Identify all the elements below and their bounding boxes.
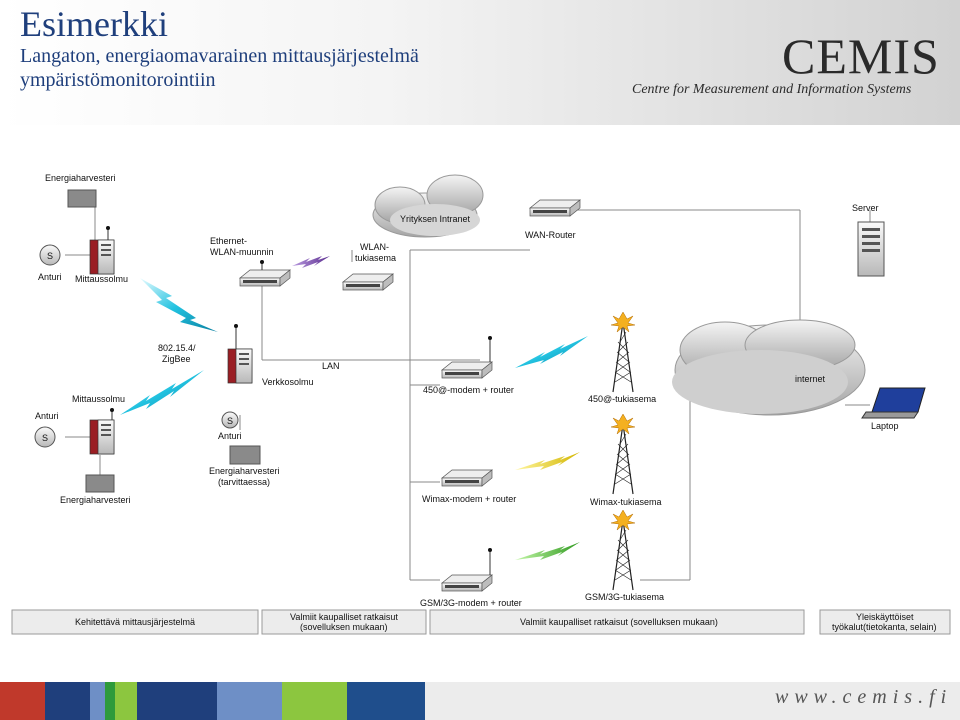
wimax-tukiasema-label: Wimax-tukiasema	[590, 497, 662, 507]
intranet-cloud	[372, 174, 484, 238]
sensor-top-s: S	[47, 251, 53, 261]
internet-cloud	[672, 319, 866, 416]
legend-box-3: Valmiit kaupalliset ratkaisut (sovelluks…	[429, 609, 805, 635]
energiaharvesteri-bottom-label: Energiaharvesteri	[60, 495, 131, 505]
footer-bar: www.cemis.fi	[0, 682, 960, 720]
connection-lines	[65, 207, 871, 581]
page-subtitle-line1: Langaton, energiaomavarainen mittausjärj…	[20, 45, 419, 67]
legend-box-2-text-1: Valmiit kaupalliset ratkaisut	[290, 612, 398, 622]
gsm-modem-device	[441, 574, 493, 592]
zigbee-label-2: ZigBee	[162, 354, 191, 364]
gsm-tukiasema-label: GSM/3G-tukiasema	[585, 592, 664, 602]
internet-label: internet	[795, 374, 826, 384]
modem-450-device	[441, 361, 493, 379]
wlan-link-bolt	[292, 256, 330, 268]
legend-box-4-text-1: Yleiskäyttöiset	[856, 612, 914, 622]
footer-strip-8	[282, 682, 347, 720]
ethernet-label-1: Ethernet-	[210, 236, 247, 246]
sensor-top	[39, 244, 61, 266]
energy-harvester-bottom	[85, 474, 115, 493]
zigbee-bolt-upper	[140, 278, 218, 332]
mittaussolmu-mid-device	[89, 419, 115, 455]
legend-box-2-text-2: (sovelluksen mukaan)	[300, 622, 388, 632]
wimax-modem-device	[441, 469, 493, 487]
footer-strip-2	[45, 682, 90, 720]
zigbee-label-1: 802.15.4/	[158, 343, 196, 353]
server-label: Server	[852, 203, 879, 213]
cemis-logo: CEMIS	[782, 28, 940, 84]
sensor-verkkosolmu	[221, 411, 239, 429]
mittaussolmu-top-label: Mittaussolmu	[75, 274, 128, 284]
energiaharvesteri-mid-label-2: (tarvittaessa)	[218, 477, 270, 487]
legend-box-1: Kehitettävä mittausjärjestelmä	[11, 609, 259, 635]
lan-label: LAN	[322, 361, 340, 371]
mittaussolmu-top-device	[89, 239, 115, 275]
gsm-modem-label: GSM/3G-modem + router	[420, 598, 522, 608]
footer-strip-4	[105, 682, 115, 720]
wlan-label-2: tukiasema	[355, 253, 396, 263]
legend-box-2: Valmiit kaupalliset ratkaisut (sovelluks…	[261, 609, 427, 635]
wimax-link-bolt	[515, 452, 580, 470]
tukiasema-450-label: 450@-tukiasema	[588, 394, 656, 404]
verkkosolmu-label: Verkkosolmu	[262, 377, 314, 387]
wimax-tower	[610, 413, 636, 495]
sensor-verkkosolmu-s: S	[227, 416, 233, 426]
server-device	[857, 221, 885, 277]
legend-box-4: Yleiskäyttöiset työkalut(tietokanta, sel…	[819, 609, 951, 635]
cemis-logo-tagline: Centre for Measurement and Information S…	[632, 82, 912, 97]
network-diagram: Yrityksen Intranet internet Energiaharve…	[11, 173, 951, 635]
legend-box-3-text: Valmiit kaupalliset ratkaisut (sovelluks…	[520, 617, 718, 627]
energy-harvester-top	[67, 189, 97, 208]
footer-strip-1	[0, 682, 45, 720]
wan-router-device	[529, 199, 581, 217]
anturi-mid-label: Anturi	[35, 411, 59, 421]
footer-strip-5	[115, 682, 137, 720]
ethernet-wlan-converter	[239, 269, 291, 287]
header-banner: Esimerkki Langaton, energiaomavarainen m…	[0, 0, 960, 125]
energiaharvesteri-top-label: Energiaharvesteri	[45, 173, 116, 183]
sensor-mid-s: S	[42, 433, 48, 443]
link-450-bolt	[515, 336, 588, 368]
footer-strip-3	[90, 682, 105, 720]
page-title: Esimerkki	[20, 4, 168, 44]
mittaussolmu-mid-label: Mittaussolmu	[72, 394, 125, 404]
gsm-link-bolt	[515, 542, 580, 560]
energiaharvesteri-mid-label-1: Energiaharvesteri	[209, 466, 280, 476]
gsm-tower	[610, 509, 636, 591]
wlan-tukiasema-device	[342, 273, 394, 291]
sensor-mid	[34, 426, 56, 448]
energy-harvester-mid	[229, 445, 261, 465]
intranet-label: Yrityksen Intranet	[400, 214, 471, 224]
verkkosolmu-device	[227, 348, 253, 384]
laptop-device	[861, 387, 926, 419]
tukiasema-450-tower	[610, 311, 636, 393]
footer-strip-9	[347, 682, 425, 720]
wan-router-label: WAN-Router	[525, 230, 576, 240]
footer-strip-7	[217, 682, 282, 720]
laptop-label: Laptop	[871, 421, 899, 431]
legend-box-1-text: Kehitettävä mittausjärjestelmä	[75, 617, 195, 627]
wimax-modem-label: Wimax-modem + router	[422, 494, 516, 504]
wlan-label-1: WLAN-	[360, 242, 389, 252]
page-subtitle-line2: ympäristömonitorointiin	[20, 69, 216, 91]
ethernet-label-2: WLAN-muunnin	[210, 247, 274, 257]
modem-450-label: 450@-modem + router	[423, 385, 514, 395]
footer-url: www.cemis.fi	[775, 686, 953, 708]
anturi-verkkosolmu-label: Anturi	[218, 431, 242, 441]
legend-box-4-text-2: työkalut(tietokanta, selain)	[832, 622, 937, 632]
anturi-top-label: Anturi	[38, 272, 62, 282]
zigbee-bolt-lower	[120, 370, 204, 415]
footer-strip-6	[137, 682, 217, 720]
